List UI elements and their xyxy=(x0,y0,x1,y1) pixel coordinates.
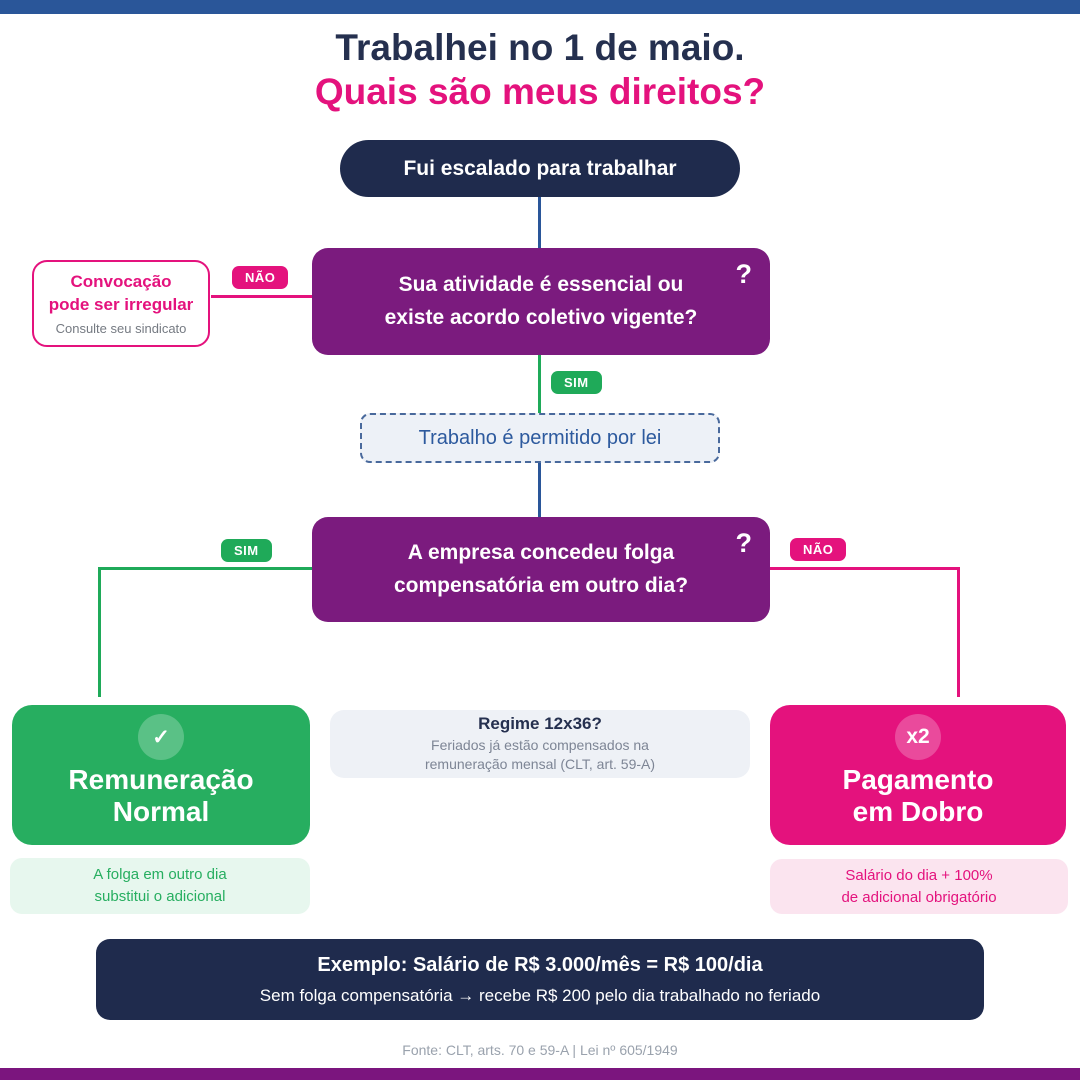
question2-line1: A empresa concedeu folga xyxy=(407,540,675,564)
regime-info-box: Regime 12x36? Feriados já estão compensa… xyxy=(330,710,750,778)
no-badge-q1: NÃO xyxy=(232,266,289,289)
regime-body: Feriados já estão compensados na remuner… xyxy=(424,737,656,772)
flow-permitted-node: Trabalho é permitido por lei xyxy=(360,413,720,463)
x2-icon: x2 xyxy=(895,714,941,760)
connector-q2-yes-vertical xyxy=(98,567,101,697)
result-double-note: Salário do dia + 100% de adicional obrig… xyxy=(770,859,1068,914)
flow-result-normal-node: ✓ Remuneração Normal xyxy=(12,705,310,845)
question1-line2: existe acordo coletivo vigente? xyxy=(384,305,698,329)
example-box: Exemplo: Salário de R$ 3.000/mês = R$ 10… xyxy=(96,939,984,1020)
flow-question1-node: ? Sua atividade é essencial ou existe ac… xyxy=(312,248,770,355)
flow-question2-node: ? A empresa concedeu folga compensatória… xyxy=(312,517,770,622)
question1-line1: Sua atividade é essencial ou xyxy=(398,272,684,296)
connector-q1-no xyxy=(211,295,312,298)
question-mark-icon: ? xyxy=(735,528,753,558)
connector-start-to-q1 xyxy=(538,197,541,249)
flow-start-node: Fui escalado para trabalhar xyxy=(340,140,740,197)
yes-badge-q2: SIM xyxy=(221,539,272,562)
regime-title: Regime 12x36? xyxy=(478,714,602,734)
result-double-title: Pagamento em Dobro xyxy=(842,764,994,828)
result-normal-note: A folga em outro dia substitui o adicion… xyxy=(10,858,310,914)
question2-line2: compensatória em outro dia? xyxy=(393,573,689,597)
no-badge-q2: NÃO xyxy=(790,538,847,561)
page-title: Trabalhei no 1 de maio. Quais são meus d… xyxy=(0,26,1080,113)
question-mark-icon: ? xyxy=(735,259,753,289)
irregular-subtitle: Consulte seu sindicato xyxy=(55,321,187,337)
example-line2: Sem folga compensatória → recebe R$ 200 … xyxy=(259,985,821,1005)
top-accent-bar xyxy=(0,0,1080,14)
flow-result-double-node: x2 Pagamento em Dobro xyxy=(770,705,1066,845)
check-icon: ✓ xyxy=(138,714,184,760)
irregular-title: Convocação pode ser irregular xyxy=(48,271,194,314)
example-line1: Exemplo: Salário de R$ 3.000/mês = R$ 10… xyxy=(317,953,763,976)
connector-q2-no-vertical xyxy=(957,567,960,697)
connector-permitted-to-q2 xyxy=(538,463,541,517)
flow-irregular-node: Convocação pode ser irregular Consulte s… xyxy=(32,260,210,347)
yes-badge-q1: SIM xyxy=(551,371,602,394)
source-footer: Fonte: CLT, arts. 70 e 59-A | Lei nº 605… xyxy=(402,1042,678,1058)
connector-q1-yes xyxy=(538,355,541,413)
connector-q2-yes-horizontal xyxy=(98,567,312,570)
bottom-accent-bar xyxy=(0,1068,1080,1080)
result-normal-title: Remuneração Normal xyxy=(68,764,254,828)
page-title-line1: Trabalhei no 1 de maio. xyxy=(335,27,745,68)
page-title-line2: Quais são meus direitos? xyxy=(314,70,766,112)
connector-q2-no-horizontal xyxy=(770,567,960,570)
